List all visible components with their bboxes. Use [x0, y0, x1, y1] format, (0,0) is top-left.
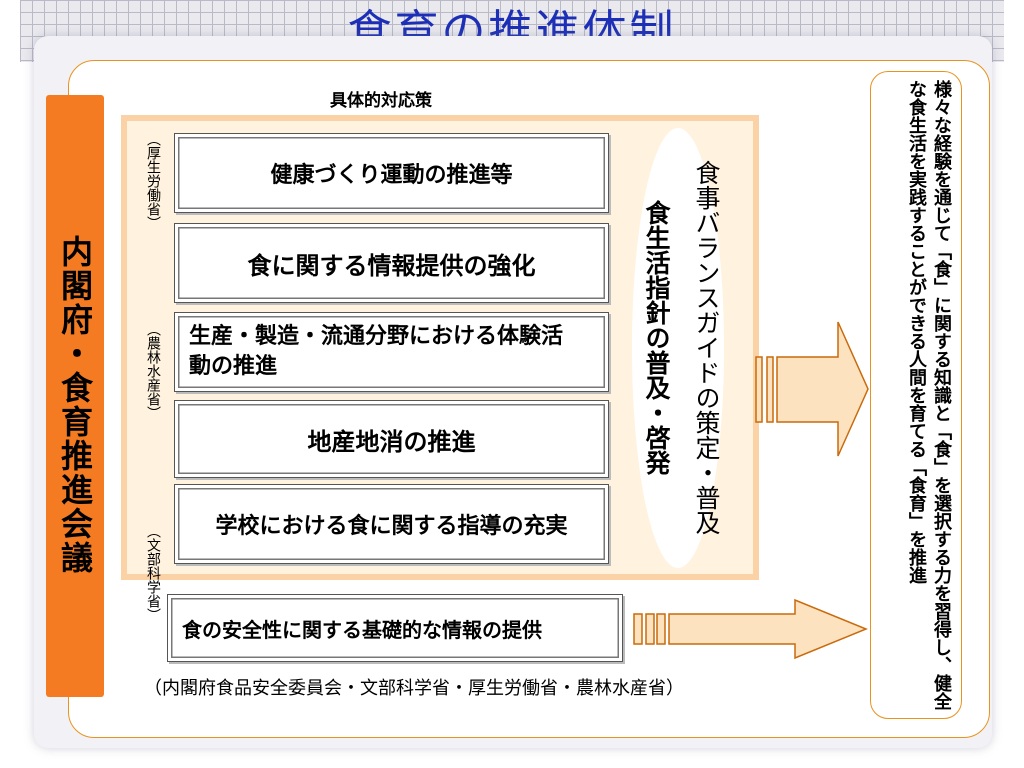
measure-label: 生産・製造・流通分野における体験活動の推進	[189, 324, 564, 379]
measure-label: 健康づくり運動の推進等	[270, 163, 513, 188]
ministry-maff: （農林水産省）	[145, 322, 161, 420]
lower-arrow-stripe-1	[633, 613, 643, 645]
measure-label: 学校における食に関する指導の充実	[215, 514, 568, 539]
ministry-mhlw: （厚生労働省）	[145, 132, 161, 230]
lower-arrow	[633, 598, 868, 660]
safety-info-label: 食の安全性に関する基礎的な情報の提供	[182, 617, 542, 642]
footnote-agencies: （内閣府食品安全委員会・文部科学省・厚生労働省・農林水産省）	[144, 678, 684, 699]
measure-health-promotion: 健康づくり運動の推進等	[174, 133, 609, 213]
goal-box	[870, 71, 962, 719]
cabinet-office-bar: 内閣府・食育推進会議	[46, 95, 104, 697]
subheading: 具体的対応策	[330, 91, 432, 111]
upper-arrow-stripe-1	[755, 356, 763, 423]
guideline-ellipse	[632, 128, 724, 568]
dietary-guidelines-text: 食生活指針の普及・啓発	[642, 200, 671, 475]
upper-arrow-head	[776, 321, 869, 457]
upper-arrow	[755, 321, 869, 457]
cabinet-office-label: 内閣府・食育推進会議	[56, 235, 94, 575]
safety-info-box: 食の安全性に関する基礎的な情報の提供	[167, 594, 623, 662]
measure-school: 学校における食に関する指導の充実	[174, 484, 609, 564]
lower-arrow-head	[668, 598, 868, 660]
measure-label: 地産地消の推進	[307, 427, 476, 456]
upper-arrow-stripe-2	[766, 356, 774, 423]
goal-text: 様々な経験を通じて「食」に関する知識と「食」を選択する力を習得し、健全な食生活を…	[906, 80, 952, 710]
lower-arrow-stripe-3	[656, 613, 666, 645]
lower-arrow-stripe-2	[645, 613, 655, 645]
ministry-mext: （文部科学省）	[145, 524, 161, 622]
measure-experience: 生産・製造・流通分野における体験活動の推進	[174, 312, 609, 392]
measure-label: 食に関する情報提供の強化	[247, 251, 536, 280]
measure-local-production: 地産地消の推進	[174, 400, 609, 478]
measure-information: 食に関する情報提供の強化	[174, 223, 609, 303]
food-balance-guide-text: 食事バランスガイドの策定・普及	[692, 160, 721, 535]
